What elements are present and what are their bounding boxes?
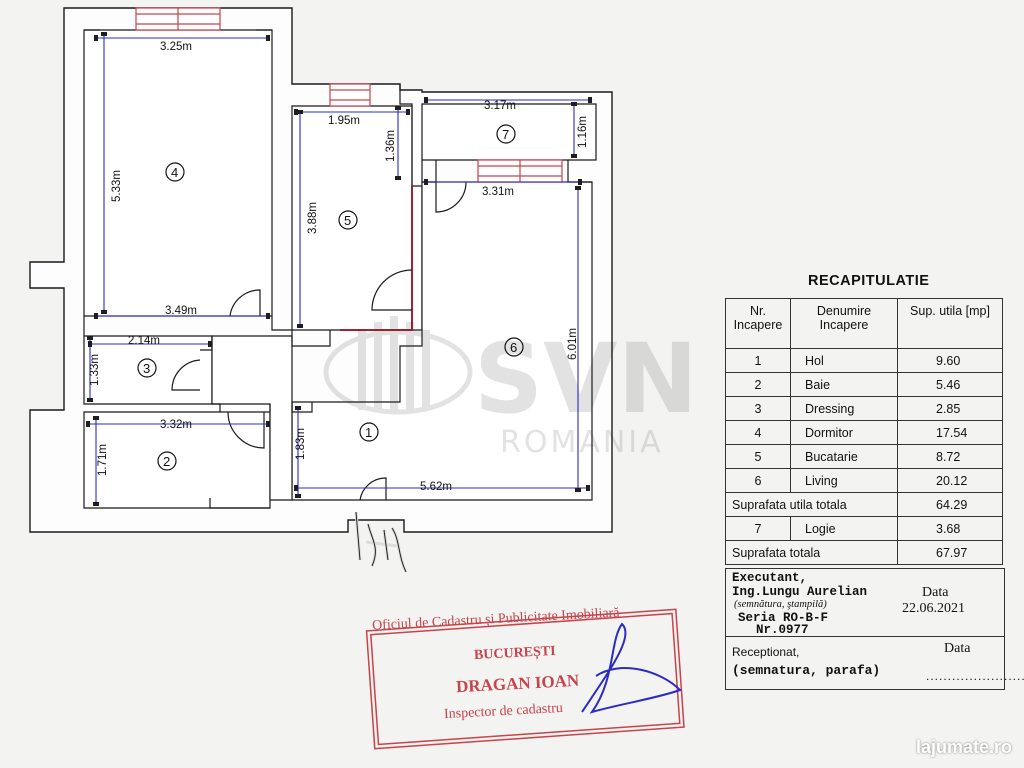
executant-series: Seria RO-B-F — [738, 611, 829, 625]
room-number-3: 3 — [143, 361, 150, 376]
dim-room7-height: 1.16m — [577, 116, 589, 148]
dim-room2-height: 1.71m — [97, 444, 109, 476]
watermark-sub: ROMANIA — [500, 425, 664, 460]
dim-room4-width: 3.25m — [160, 41, 192, 53]
dim-room4-height: 5.33m — [111, 170, 123, 202]
executant-date-label: Data — [922, 585, 949, 600]
dim-room3-width: 2.14m — [128, 335, 160, 347]
executant-name: Ing.Lungu Aurelian — [732, 585, 868, 599]
executant-label: Executant, — [732, 571, 808, 585]
room-number-5: 5 — [344, 213, 351, 228]
total-util-label: Suprafata utila totala — [725, 492, 898, 517]
recap-title: RECAPITULATIE — [808, 273, 930, 289]
row-name: Dressing — [790, 396, 898, 421]
site-watermark: lajumate.ro — [915, 737, 1012, 757]
row-area: 20.12 — [897, 468, 1003, 493]
executant-note: (semnătura, ştampilă) — [734, 599, 827, 610]
entrance-handwritten-mark — [354, 511, 408, 573]
row-area: 5.46 — [897, 372, 1003, 397]
row-nr: 3 — [725, 396, 791, 421]
row-area: 8.72 — [897, 444, 1003, 469]
total-value: 67.97 — [897, 540, 1003, 565]
dim-room7-width: 3.17m — [484, 100, 516, 112]
row-nr: 5 — [725, 444, 791, 469]
row-area: 9.60 — [897, 348, 1003, 373]
row-nr: 7 — [725, 516, 791, 541]
inspector-signature — [581, 622, 682, 714]
header-area: Sup. utila [mp] — [897, 298, 1003, 349]
row-nr: 6 — [725, 468, 791, 493]
dim-room5-width: 1.95m — [328, 115, 360, 127]
dim-room4-bottom: 3.49m — [165, 305, 197, 317]
executant-number: Nr.0977 — [756, 623, 809, 637]
dim-room2-width: 3.32m — [160, 419, 192, 431]
dim-room1-height: 1.83m — [295, 428, 307, 460]
header-name: Denumire Incapere — [790, 298, 898, 349]
total-util-value: 64.29 — [897, 492, 1003, 517]
dim-room5-height: 3.88m — [307, 202, 319, 234]
receptionat-box: Receptionat, (semnatura, parafa) Data ..… — [725, 636, 1024, 690]
official-stamp — [365, 608, 685, 750]
dim-room3-height: 1.33m — [89, 354, 101, 386]
row-area: 3.68 — [897, 516, 1003, 541]
row-nr: 1 — [725, 348, 791, 373]
room-number-7: 7 — [502, 127, 509, 142]
row-name: Bucatarie — [790, 444, 898, 469]
receptionat-note: (semnatura, parafa) — [732, 663, 881, 678]
row-name: Dormitor — [790, 420, 898, 445]
row-area: 2.85 — [897, 396, 1003, 421]
dim-room6-width: 3.31m — [482, 186, 514, 198]
row-name: Living — [790, 468, 898, 493]
dim-room5-upper: 1.36m — [385, 130, 397, 162]
dim-room6-bottom: 5.62m — [420, 481, 452, 493]
row-nr: 4 — [725, 420, 791, 445]
row-name: Baie — [790, 372, 898, 397]
room-7-floor — [421, 103, 597, 161]
recap-table: Nr. Incapere Denumire Incapere Sup. util… — [725, 298, 1003, 565]
receptionat-dots: ........................ — [926, 669, 1024, 683]
row-area: 17.54 — [897, 420, 1003, 445]
room-number-4: 4 — [171, 165, 178, 180]
room-number-2: 2 — [163, 454, 170, 469]
recap-header-row: Nr. Incapere Denumire Incapere Sup. util… — [725, 298, 1003, 349]
receptionat-date-label: Data — [944, 641, 971, 656]
total-label: Suprafata totala — [725, 540, 898, 565]
executant-box: Executant, Ing.Lungu Aurelian (semnătura… — [725, 568, 1005, 637]
header-nr: Nr. Incapere — [725, 298, 791, 349]
receptionat-label: Receptionat, — [732, 645, 800, 659]
watermark-brand: SVN — [474, 323, 698, 435]
room-number-6: 6 — [510, 340, 517, 355]
dim-room6-height: 6.01m — [567, 328, 579, 360]
row-nr: 2 — [725, 372, 791, 397]
row-name: Logie — [790, 516, 898, 541]
executant-date: 22.06.2021 — [902, 601, 965, 616]
room-number-1: 1 — [365, 425, 372, 440]
row-name: Hol — [790, 348, 898, 373]
